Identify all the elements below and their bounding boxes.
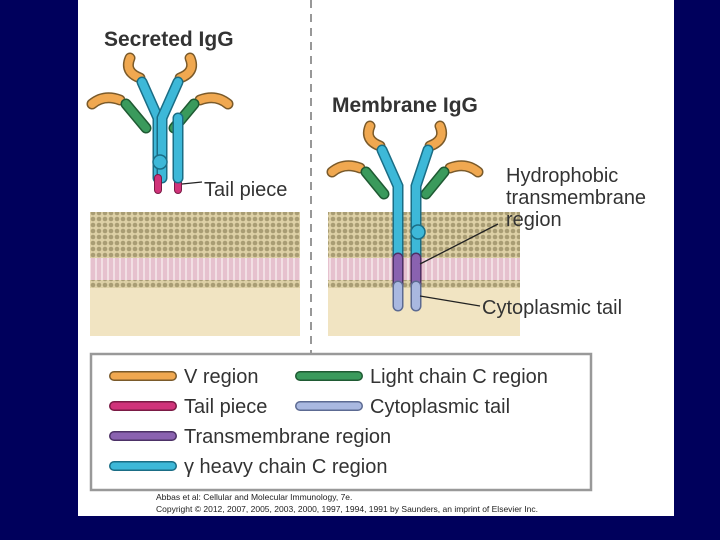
label-tail-piece: Tail piece <box>204 179 287 201</box>
membrane-left <box>90 212 300 336</box>
membrane-antibody <box>326 120 484 312</box>
title-secreted-igg: Secreted IgG <box>104 28 234 51</box>
legend-label-light-chain: Light chain C region <box>370 366 548 388</box>
citation-line-2: Copyright © 2012, 2007, 2005, 2003, 2000… <box>156 504 538 514</box>
label-hydrophobic-3: region <box>506 209 562 231</box>
figure-panel: Secreted IgG Membrane IgG Tail piece Hyd… <box>78 0 674 516</box>
legend-label-heavy-chain: γ heavy chain C region <box>184 456 387 478</box>
legend-label-transmembrane: Transmembrane region <box>184 426 391 448</box>
label-hydrophobic-2: transmembrane <box>506 187 646 209</box>
legend-label-cytoplasmic: Cytoplasmic tail <box>370 396 510 418</box>
igg-diagram: Secreted IgG Membrane IgG Tail piece Hyd… <box>86 0 646 492</box>
title-membrane-igg: Membrane IgG <box>332 94 478 117</box>
cytoplasmic-pointer <box>419 295 481 307</box>
secreted-antibody <box>86 52 234 194</box>
label-cytoplasmic-tail: Cytoplasmic tail <box>482 297 622 319</box>
legend-label-v-region: V region <box>184 366 259 388</box>
label-hydrophobic-1: Hydrophobic <box>506 165 618 187</box>
tail-piece-pointer <box>181 181 203 185</box>
hydrophobic-pointer <box>419 223 499 265</box>
legend-label-tail-piece: Tail piece <box>184 396 267 418</box>
membrane-right <box>328 212 520 336</box>
citation-line-1: Abbas et al: Cellular and Molecular Immu… <box>156 492 353 502</box>
legend: V region Light chain C region Tail piece… <box>89 352 593 492</box>
